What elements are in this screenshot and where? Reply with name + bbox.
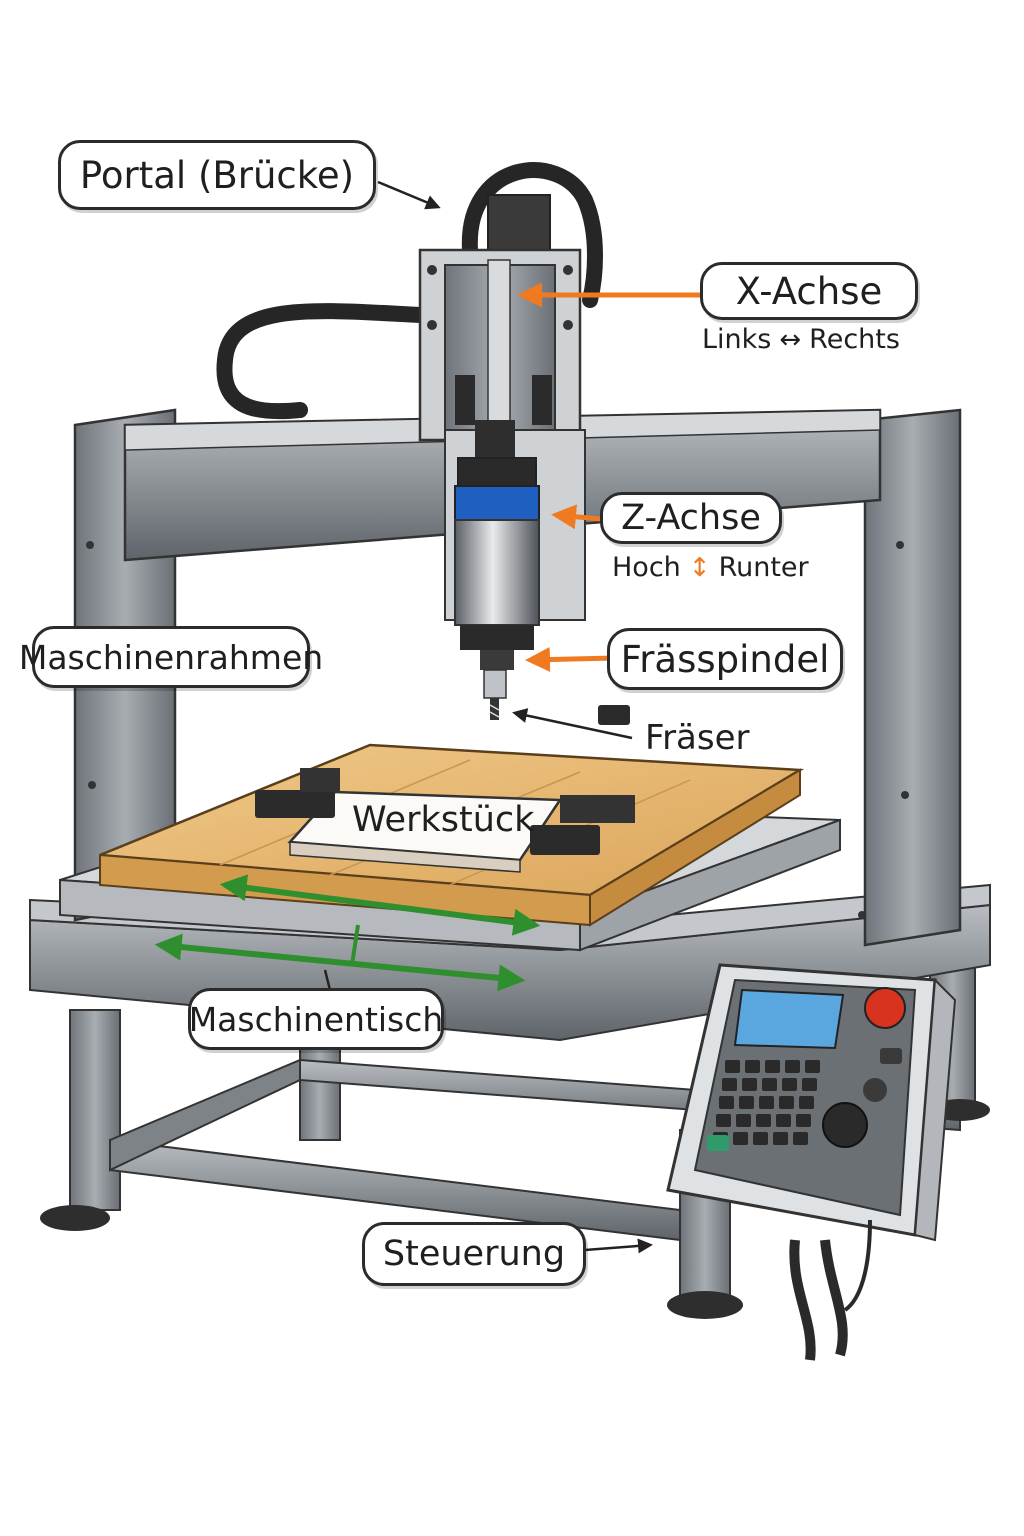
z-axis-label-text: Z-Achse [621, 498, 761, 538]
y-axis-arrows [154, 874, 541, 992]
emergency-stop-button [864, 987, 906, 1029]
control-label: Steuerung [362, 1222, 586, 1286]
x-axis-label-text: X-Achse [735, 269, 883, 313]
keypad-key [805, 1060, 820, 1073]
keypad-key [722, 1078, 737, 1091]
keypad-key [796, 1114, 811, 1127]
z-up-text: Hoch [612, 552, 681, 583]
keypad-key [725, 1060, 740, 1073]
frame-label: Maschinenrahmen [19, 626, 323, 688]
z-axis-label: Z-Achse [600, 492, 782, 544]
control-label-text: Steuerung [382, 1234, 566, 1274]
cutter-label: Fräser [645, 718, 750, 758]
x-axis-label: X-Achse [700, 262, 918, 320]
table-label-text: Maschinentisch [188, 999, 444, 1039]
keypad-key [785, 1060, 800, 1073]
keypad-key [716, 1114, 731, 1127]
spindle-label-text: Frässpindel [620, 637, 830, 681]
keypad-key [776, 1114, 791, 1127]
keypad-key [719, 1096, 734, 1109]
keypad-key [745, 1060, 760, 1073]
keypad [713, 1060, 820, 1145]
x-axis-direction: Links ↔ Rechts [702, 324, 900, 355]
portal-label-text: Portal (Brücke) [79, 153, 355, 197]
cutter-label-text: Fräser [645, 718, 750, 758]
keypad-key [742, 1078, 757, 1091]
frame-label-text: Maschinenrahmen [18, 637, 324, 677]
keypad-key [759, 1096, 774, 1109]
start-button [707, 1135, 729, 1151]
keypad-key [799, 1096, 814, 1109]
keypad-key [802, 1078, 817, 1091]
workpiece [255, 705, 635, 873]
control-leader [584, 1238, 653, 1254]
keypad-key [773, 1132, 788, 1145]
x-right-text: Rechts [809, 324, 900, 355]
jog-wheel [822, 1102, 868, 1148]
workpiece-label: Werkstück [352, 800, 534, 840]
table-leader [323, 969, 332, 991]
keypad-key [793, 1132, 808, 1145]
milling-spindle [454, 420, 540, 699]
keypad-key [779, 1096, 794, 1109]
keypad-key [739, 1096, 754, 1109]
keypad-key [736, 1114, 751, 1127]
control-screen [733, 988, 845, 1050]
z-down-text: Runter [718, 552, 809, 583]
keypad-key [753, 1132, 768, 1145]
cutter-leader [512, 708, 633, 740]
portal-leader [377, 180, 441, 210]
cutter-tool [489, 698, 500, 720]
leader-lines [323, 180, 653, 1254]
keypad-key [762, 1078, 777, 1091]
control-panel [666, 963, 957, 1361]
keypad-key [782, 1078, 797, 1091]
spindle-label: Frässpindel [607, 628, 843, 690]
portal-label: Portal (Brücke) [58, 140, 376, 210]
up-down-arrow-icon: ↕ [688, 552, 711, 583]
left-right-arrow-icon: ↔ [779, 324, 802, 355]
keypad-key [733, 1132, 748, 1145]
keypad-key [765, 1060, 780, 1073]
spindle-arrow [525, 647, 616, 673]
keypad-key [756, 1114, 771, 1127]
cable-chain [216, 162, 603, 420]
x-left-text: Links [702, 324, 772, 355]
workpiece-label-text: Werkstück [352, 800, 535, 840]
z-axis-direction: Hoch ↕ Runter [612, 552, 809, 583]
table-label: Maschinentisch [188, 988, 444, 1050]
